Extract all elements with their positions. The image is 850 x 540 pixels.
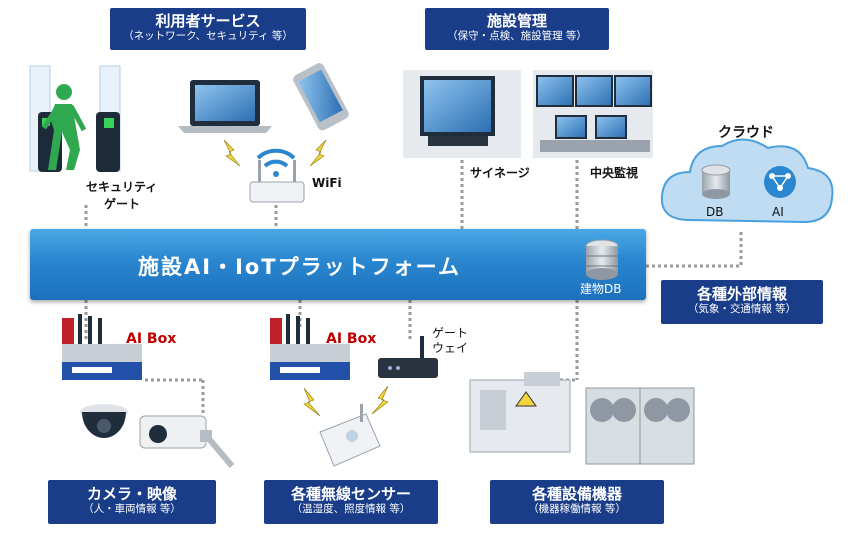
- cloud-ai-icon: [764, 166, 796, 198]
- category-title: 各種設備機器: [531, 485, 622, 503]
- cloud-ai-label: AI: [772, 205, 784, 219]
- platform-bar: [30, 229, 646, 300]
- hvac-units-illustration: [585, 387, 695, 465]
- category-subtitle: （温湿度、照度情報 等）: [291, 503, 411, 515]
- category-sensors: 各種無線センサー （温湿度、照度情報 等）: [264, 480, 438, 524]
- generator-equipment-illustration: [469, 372, 571, 453]
- category-subtitle: （人・車両情報 等）: [83, 503, 181, 515]
- signage-illustration: [403, 70, 521, 158]
- ai-box-device-2: [270, 314, 350, 380]
- lightning-icons: [223, 139, 389, 417]
- cloud-db-label: DB: [706, 205, 724, 219]
- wifi-label: WiFi: [312, 176, 342, 190]
- security-gate-label-1: セキュリティ: [86, 180, 158, 194]
- smartphone-icon: [293, 63, 349, 131]
- platform-title: 施設AI・IoTプラットフォーム: [138, 255, 462, 279]
- ai-box-device-1: [62, 314, 142, 380]
- wifi-router-icon: [249, 148, 305, 203]
- ai-box-label-1: AI Box: [126, 331, 177, 347]
- security-gate-illustration: [29, 65, 121, 172]
- category-user-services: 利用者サービス （ネットワーク、セキュリティ 等）: [110, 8, 306, 50]
- cloud-db-icon: [701, 164, 731, 199]
- category-title: 利用者サービス: [155, 12, 261, 30]
- building-db-label: 建物DB: [580, 282, 622, 296]
- central-monitoring-label: 中央監視: [590, 166, 639, 180]
- category-title: カメラ・映像: [86, 485, 177, 503]
- gateway-device-icon: [378, 336, 438, 378]
- category-equipment: 各種設備機器 （機器稼働情報 等）: [490, 480, 664, 524]
- gateway-label-2: ウェイ: [432, 341, 469, 355]
- laptop-icon: [178, 80, 272, 133]
- category-subtitle: （気象・交通情報 等）: [687, 303, 797, 315]
- category-subtitle: （機器稼働情報 等）: [528, 503, 626, 515]
- category-subtitle: （保守・点検、施設管理 等）: [447, 30, 587, 42]
- dome-camera-icon: [80, 404, 128, 438]
- bullet-camera-icon: [139, 415, 235, 468]
- category-external-info: 各種外部情報 （気象・交通情報 等）: [661, 280, 823, 324]
- security-gate-label-2: ゲート: [104, 197, 141, 211]
- monitoring-illustration: [533, 70, 653, 158]
- category-title: 各種無線センサー: [290, 485, 411, 503]
- cloud-title: クラウド: [718, 125, 774, 141]
- category-facility-mgmt: 施設管理 （保守・点検、施設管理 等）: [425, 8, 609, 50]
- gateway-label-1: ゲート: [432, 326, 469, 340]
- category-title: 施設管理: [486, 12, 547, 30]
- category-title: 各種外部情報: [696, 285, 787, 303]
- category-camera: カメラ・映像 （人・車両情報 等）: [48, 480, 216, 524]
- ai-box-label-2: AI Box: [326, 331, 377, 347]
- wireless-sensor-icon: [319, 404, 381, 467]
- category-subtitle: （ネットワーク、セキュリティ 等）: [123, 30, 293, 42]
- cloud-shape: [660, 138, 834, 224]
- signage-label: サイネージ: [470, 166, 530, 180]
